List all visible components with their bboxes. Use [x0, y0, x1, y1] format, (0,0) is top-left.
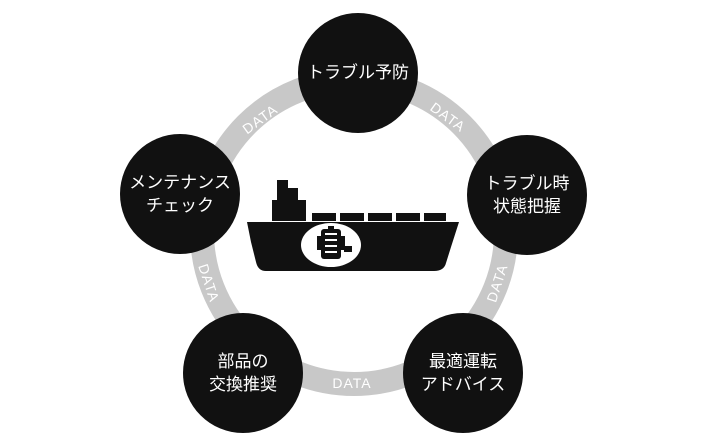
- engine-icon: [317, 226, 352, 259]
- node-label: トラブル予防: [307, 62, 409, 83]
- node-parts-replacement: 部品の 交換推奨: [183, 313, 303, 433]
- node-maintenance-check: メンテナンス チェック: [120, 134, 240, 254]
- node-label-line-1: トラブル時: [485, 173, 570, 194]
- node-label-line-2: 交換推奨: [209, 375, 277, 395]
- node-trouble-status: トラブル時 状態把握: [467, 135, 587, 255]
- node-trouble-prevention: トラブル予防: [298, 13, 418, 133]
- node-label-line-1: 最適運転: [429, 352, 497, 372]
- node-optimal-operation: 最適運転 アドバイス: [403, 313, 523, 433]
- cargo-ship-icon: [247, 180, 459, 271]
- node-label-line-2: 状態把握: [493, 197, 561, 217]
- node-label-line-1: 部品の: [218, 352, 269, 372]
- ring-label-4: DATA: [332, 375, 371, 391]
- node-label-line-1: メンテナンス: [129, 173, 231, 193]
- node-label-line-2: アドバイス: [421, 375, 506, 395]
- node-label-line-2: チェック: [146, 196, 214, 216]
